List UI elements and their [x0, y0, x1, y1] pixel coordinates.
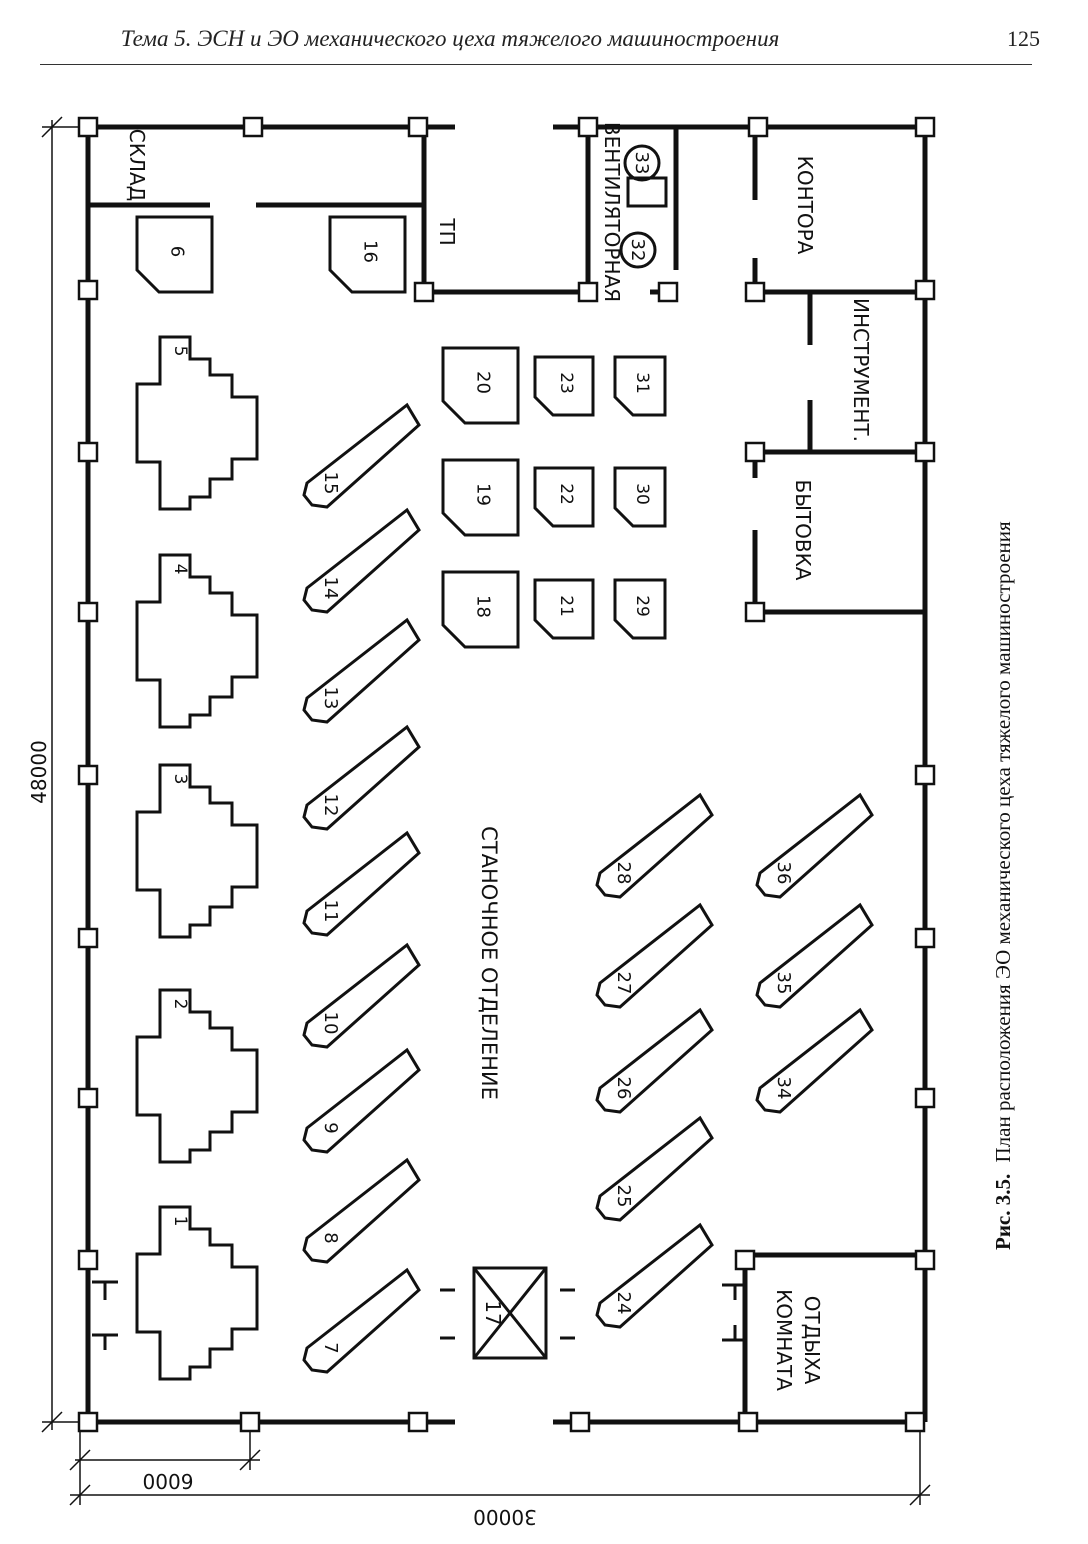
room-label-ventilation: ВЕНТИЛЯТОРНАЯ: [600, 122, 624, 302]
machine-30: [613, 466, 667, 528]
equipment-label-2: 2: [170, 999, 190, 1010]
figure-caption-label: Рис. 3.5.: [991, 1174, 1015, 1250]
equipment-label-30: 30: [632, 483, 652, 505]
machine-2: [135, 988, 259, 1164]
machine-26: [595, 1007, 714, 1114]
machine-3: [135, 763, 259, 939]
machine-31: [613, 355, 667, 417]
equipment-label-17: 17: [481, 1300, 505, 1325]
equipment-label-14: 14: [320, 577, 341, 600]
equipment-label-9: 9: [320, 1122, 341, 1133]
machine-18: [441, 570, 520, 649]
machine-22: [533, 466, 595, 528]
machine-5: [135, 335, 259, 511]
equipment-label-7: 7: [320, 1342, 341, 1353]
room-label-utility: БЫТОВКА: [791, 480, 815, 581]
equipment-label-19: 19: [473, 483, 494, 506]
equipment-label-1: 1: [170, 1216, 190, 1227]
machine-12: [302, 724, 421, 831]
room-labels: СКЛАД ТП ВЕНТИЛЯТОРНАЯ КОНТОРА ИНСТРУМЕН…: [125, 122, 873, 1391]
equipment-label-20: 20: [473, 371, 494, 394]
dimension-column-step: 6000: [143, 1469, 194, 1493]
figure-caption: Рис. 3.5. План расположения ЭО механичес…: [991, 521, 1015, 1250]
equipment-label-29: 29: [632, 595, 652, 617]
machine-4: [135, 553, 259, 729]
room-label-rest-line1: КОМНАТА: [772, 1289, 796, 1391]
page-number: 125: [1007, 26, 1040, 51]
equipment-label-31: 31: [632, 372, 652, 394]
machine-23: [533, 355, 595, 417]
machine-8: [302, 1157, 421, 1264]
machine-13: [302, 617, 421, 724]
equipment-label-12: 12: [320, 794, 341, 817]
gate-markers: [92, 1280, 745, 1350]
equipment-label-35: 35: [773, 972, 794, 995]
equipment-label-28: 28: [613, 862, 634, 885]
machine-11: [302, 830, 421, 937]
block-machines: 6 16 18 19 20 21 22 23 29 30 31: [135, 215, 667, 649]
dimension-length: 48000: [27, 740, 51, 804]
large-machines: 1 2 3 4 5: [135, 335, 259, 1381]
room-label-substation: ТП: [435, 217, 459, 245]
machine-27: [595, 902, 714, 1009]
equipment-label-16: 16: [360, 240, 381, 263]
machine-7: [302, 1267, 421, 1374]
equipment-label-32: 32: [627, 239, 648, 262]
equipment-label-15: 15: [320, 472, 341, 495]
figure-caption-text: План расположения ЭО механического цеха …: [991, 521, 1015, 1162]
machine-25: [595, 1115, 714, 1222]
machine-6: [135, 215, 214, 294]
equipment-label-33: 33: [631, 152, 652, 175]
machine-35: [755, 902, 874, 1009]
equipment-label-25: 25: [613, 1185, 634, 1208]
crane-17: [440, 1266, 575, 1360]
running-header-title: Тема 5. ЭСН и ЭО механического цеха тяже…: [120, 26, 780, 51]
machine-29: [613, 578, 667, 640]
equipment-label-4: 4: [170, 564, 190, 575]
machine-10: [302, 942, 421, 1049]
room-label-warehouse: СКЛАД: [125, 129, 149, 202]
machine-9: [302, 1047, 421, 1154]
equipment-label-36: 36: [773, 862, 794, 885]
machine-16: [328, 215, 407, 294]
equipment-label-21: 21: [556, 595, 576, 617]
machine-1: [135, 1205, 259, 1381]
machine-14: [302, 507, 421, 614]
equipment-label-10: 10: [320, 1012, 341, 1035]
equipment-label-18: 18: [473, 595, 494, 618]
room-label-tool-room: ИНСТРУМЕНТ.: [849, 298, 873, 442]
machine-28: [595, 792, 714, 899]
machine-34: [755, 1007, 874, 1114]
equipment-label-13: 13: [320, 687, 341, 710]
machine-24: [595, 1222, 714, 1329]
equipment-label-8: 8: [320, 1232, 341, 1243]
equipment-label-5: 5: [170, 346, 190, 357]
room-label-rest-line2: ОТДЫХА: [800, 1296, 824, 1385]
inclined-machines: 7 8 9 10 11 12 13 14 15 24 25 26 27 28 34 35 36: [302, 402, 874, 1374]
equipment-label-6: 6: [167, 246, 188, 257]
equipment-label-3: 3: [170, 774, 190, 785]
room-label-machine-shop: СТАНОЧНОЕ ОТДЕЛЕНИЕ: [477, 826, 501, 1100]
machine-36: [755, 792, 874, 899]
dimension-lines: [41, 116, 931, 1506]
equipment-label-27: 27: [613, 972, 634, 995]
room-label-offices: КОНТОРА: [793, 156, 817, 255]
ventilation-fans: [619, 144, 668, 269]
machine-21: [533, 578, 595, 640]
machine-15: [302, 402, 421, 509]
equipment-label-26: 26: [613, 1077, 634, 1100]
machine-20: [441, 346, 520, 425]
equipment-label-24: 24: [613, 1292, 634, 1315]
equipment-label-22: 22: [556, 483, 576, 505]
header-rule: [40, 64, 1032, 65]
interior-walls: [88, 127, 925, 1422]
dimension-width: 30000: [473, 1505, 537, 1529]
equipment-label-11: 11: [320, 900, 341, 923]
equipment-label-34: 34: [773, 1077, 794, 1100]
equipment-label-23: 23: [556, 372, 576, 394]
machine-19: [441, 458, 520, 537]
